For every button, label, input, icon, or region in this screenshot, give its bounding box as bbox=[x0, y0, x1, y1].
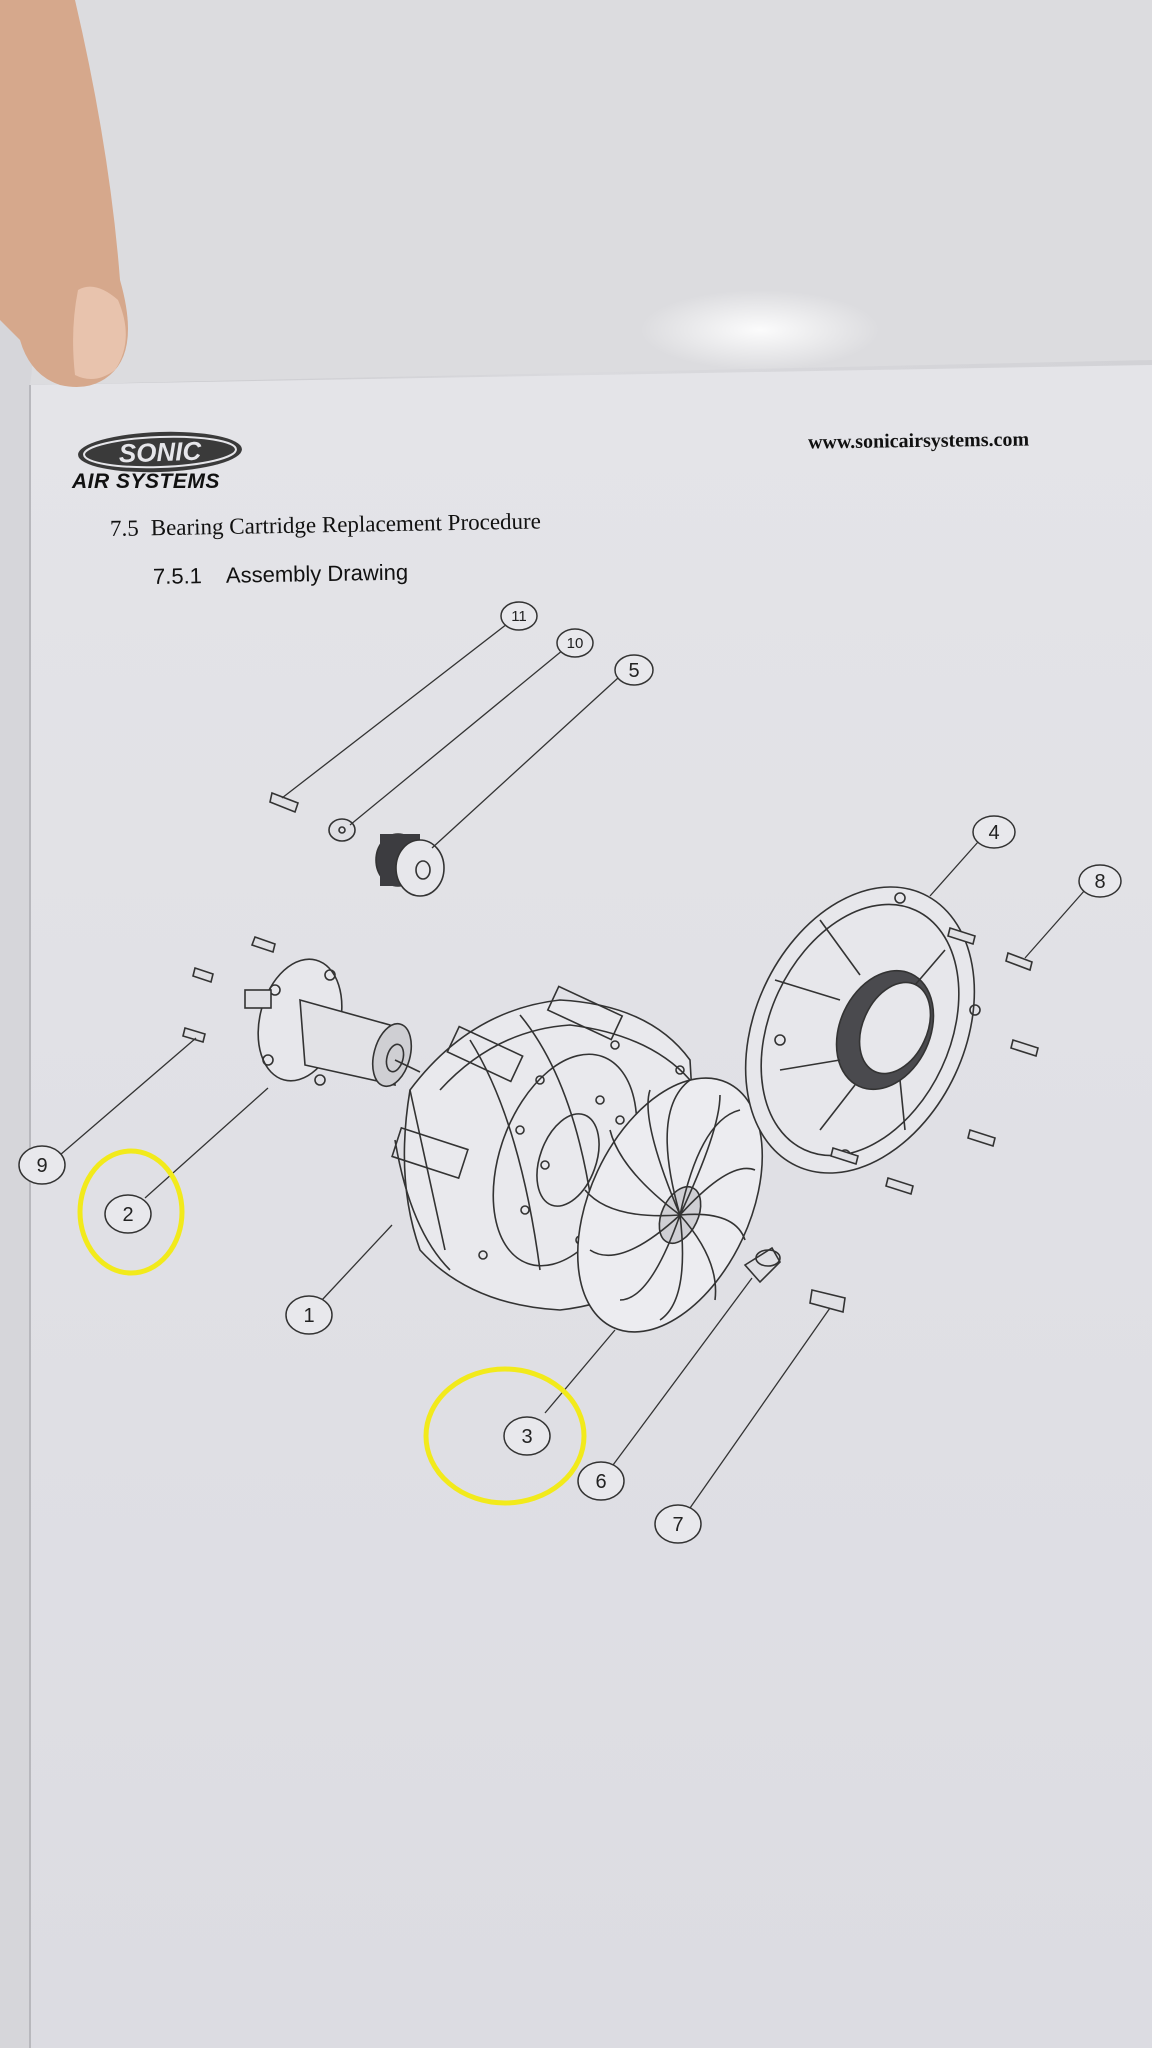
callout-circles bbox=[18, 601, 1122, 1544]
bolt-part-7 bbox=[809, 1289, 846, 1314]
callout-labels: 1 2 3 4 5 6 7 8 9 10 11 bbox=[36, 608, 1105, 1536]
highlight-circle-2 bbox=[77, 1148, 185, 1276]
glare bbox=[640, 290, 880, 370]
callout-7: 7 bbox=[672, 1514, 683, 1536]
upper-page bbox=[0, 0, 1152, 385]
callout-11: 11 bbox=[511, 608, 527, 625]
subsection-heading: 7.5.1 Assembly Drawing bbox=[153, 560, 409, 590]
callout-10: 10 bbox=[567, 635, 584, 652]
section-number: 7.5 bbox=[109, 515, 139, 541]
bearing-cartridge-part-2 bbox=[244, 958, 421, 1088]
callout-9: 9 bbox=[36, 1155, 47, 1177]
callout-2: 2 bbox=[122, 1204, 133, 1226]
washer-part-10 bbox=[328, 818, 356, 842]
subsection-number: 7.5.1 bbox=[152, 563, 203, 589]
subsection-title: Assembly Drawing bbox=[225, 559, 409, 588]
leader-lines bbox=[59, 623, 1086, 1509]
highlight-circle-3 bbox=[423, 1366, 587, 1506]
sonic-logo: SONIC bbox=[78, 431, 242, 473]
callout-1: 1 bbox=[303, 1305, 314, 1327]
callout-4: 4 bbox=[988, 822, 999, 844]
header-url: www.sonicairsystems.com bbox=[807, 428, 1030, 454]
callout-8: 8 bbox=[1094, 871, 1105, 893]
screw-part-11 bbox=[269, 791, 300, 814]
spacer-part-5 bbox=[375, 833, 445, 897]
callout-6: 6 bbox=[595, 1471, 606, 1493]
callout-3: 3 bbox=[521, 1426, 532, 1448]
backplate-part-4 bbox=[744, 886, 981, 1174]
small-screws bbox=[182, 926, 1039, 1196]
assembly-drawing bbox=[18, 601, 1122, 1544]
page-stack-edge bbox=[0, 300, 32, 2048]
logo-brand: SONIC bbox=[118, 436, 203, 469]
impeller-part-3 bbox=[576, 1077, 764, 1333]
highlight-marks bbox=[77, 1148, 587, 1506]
logo-subtitle: AIR SYSTEMS bbox=[72, 470, 220, 493]
thumb bbox=[0, 0, 128, 388]
callout-5: 5 bbox=[628, 660, 639, 682]
